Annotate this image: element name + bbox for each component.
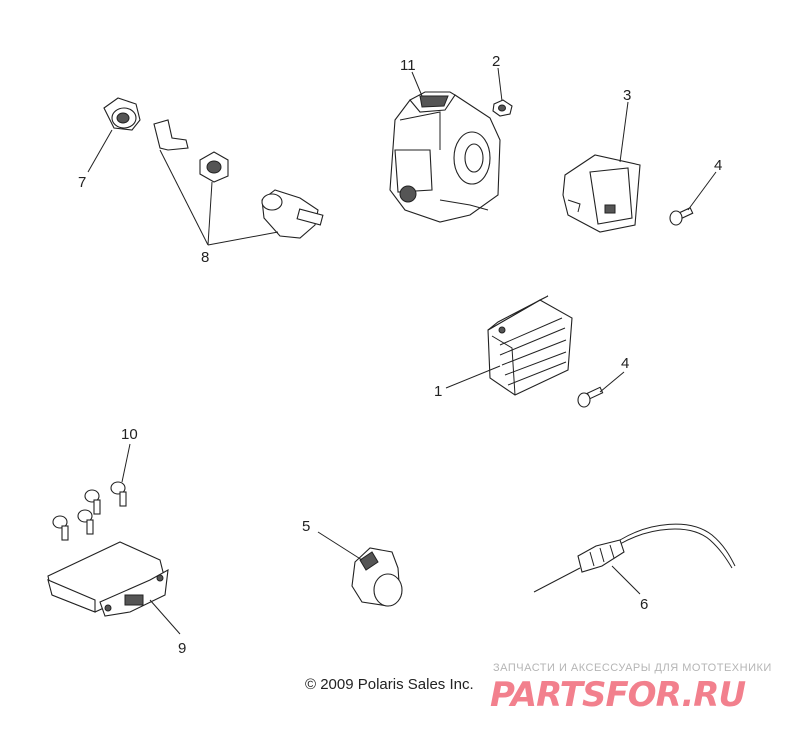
callout-label-5: 5: [302, 518, 310, 535]
part-4-screw-upper: [669, 207, 694, 226]
part-9-cdi-box: [47, 541, 169, 617]
callout-label-7: 7: [78, 174, 86, 191]
part-4-screw-lower: [577, 386, 604, 408]
callout-label-4-upper: 4: [714, 157, 722, 174]
part-7-cap: [103, 97, 141, 131]
callout-label-4-lower: 4: [621, 355, 629, 372]
part-1-regulator: [487, 295, 573, 396]
partsfor-logo-watermark: PARTSFOR.RU: [490, 675, 746, 714]
part-3-module: [562, 154, 641, 233]
callout-label-9: 9: [178, 640, 186, 657]
part-8-key-switch-set: [153, 119, 324, 239]
watermark-logo-text: PARTSFOR.RU: [490, 675, 745, 714]
callout-label-6: 6: [640, 596, 648, 613]
part-6-sensor: [533, 523, 736, 593]
callout-label-2: 2: [492, 53, 500, 70]
part-10-screws: [52, 481, 127, 541]
watermark-tagline: ЗАПЧАСТИ И АКСЕССУАРЫ ДЛЯ МОТОТЕХНИКИ: [493, 662, 772, 674]
copyright-notice: © 2009 Polaris Sales Inc.: [305, 676, 474, 693]
callout-label-10: 10: [121, 426, 138, 443]
callout-label-11: 11: [400, 57, 416, 74]
callout-label-8: 8: [201, 249, 209, 266]
callout-label-3: 3: [623, 87, 631, 104]
part-5-switch: [351, 547, 403, 607]
part-2-nut: [492, 99, 513, 117]
part-11-switch-housing: [389, 91, 501, 223]
callout-label-1: 1: [434, 383, 442, 400]
